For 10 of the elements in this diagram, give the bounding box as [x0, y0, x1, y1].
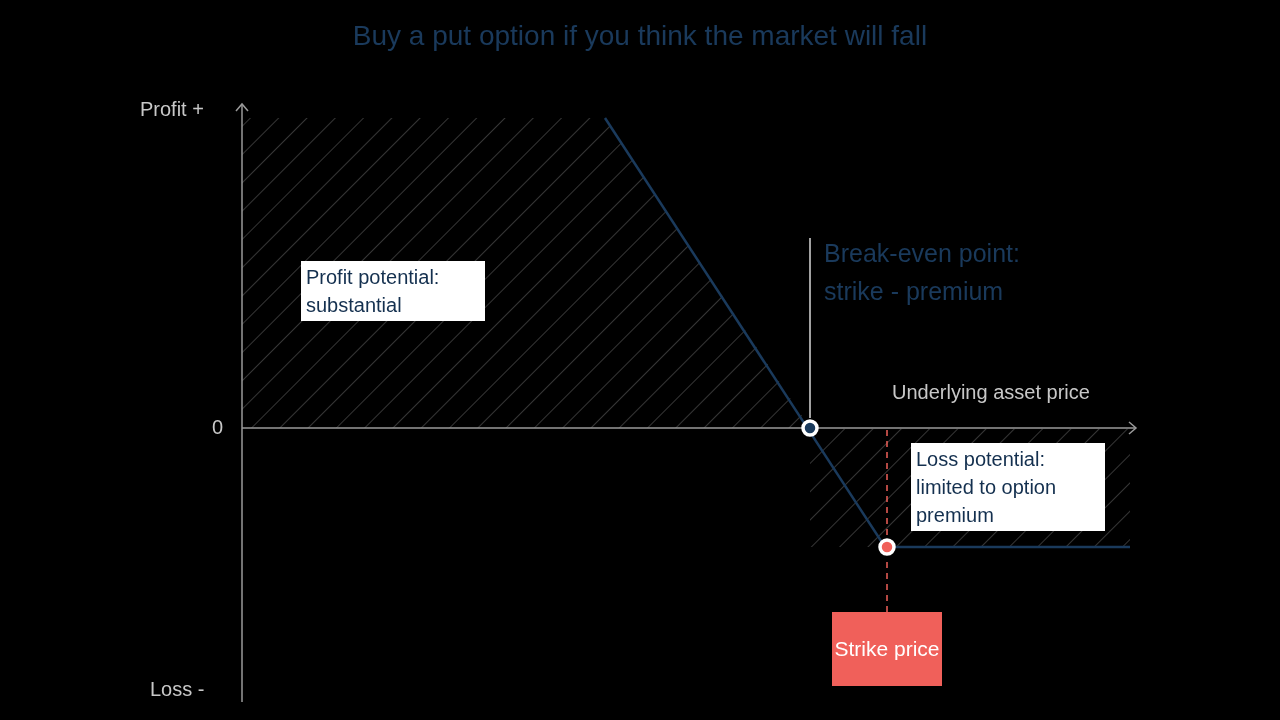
axis-label: Underlying asset price	[892, 381, 1090, 404]
annotation-text: Break-even point: strike - premium	[824, 234, 1064, 310]
axis-label: Loss -	[150, 678, 205, 701]
axis-label: Profit +	[140, 98, 204, 121]
axis-tick-label: 0	[212, 416, 224, 439]
callout-box: Profit potential: substantial	[301, 261, 485, 321]
strike-price-box: Strike price	[832, 612, 942, 686]
leader-line	[809, 237, 811, 419]
callout-box: Loss potential: limited to option premium	[911, 443, 1105, 531]
chart-title: Buy a put option if you think the market will fall	[351, 20, 929, 52]
